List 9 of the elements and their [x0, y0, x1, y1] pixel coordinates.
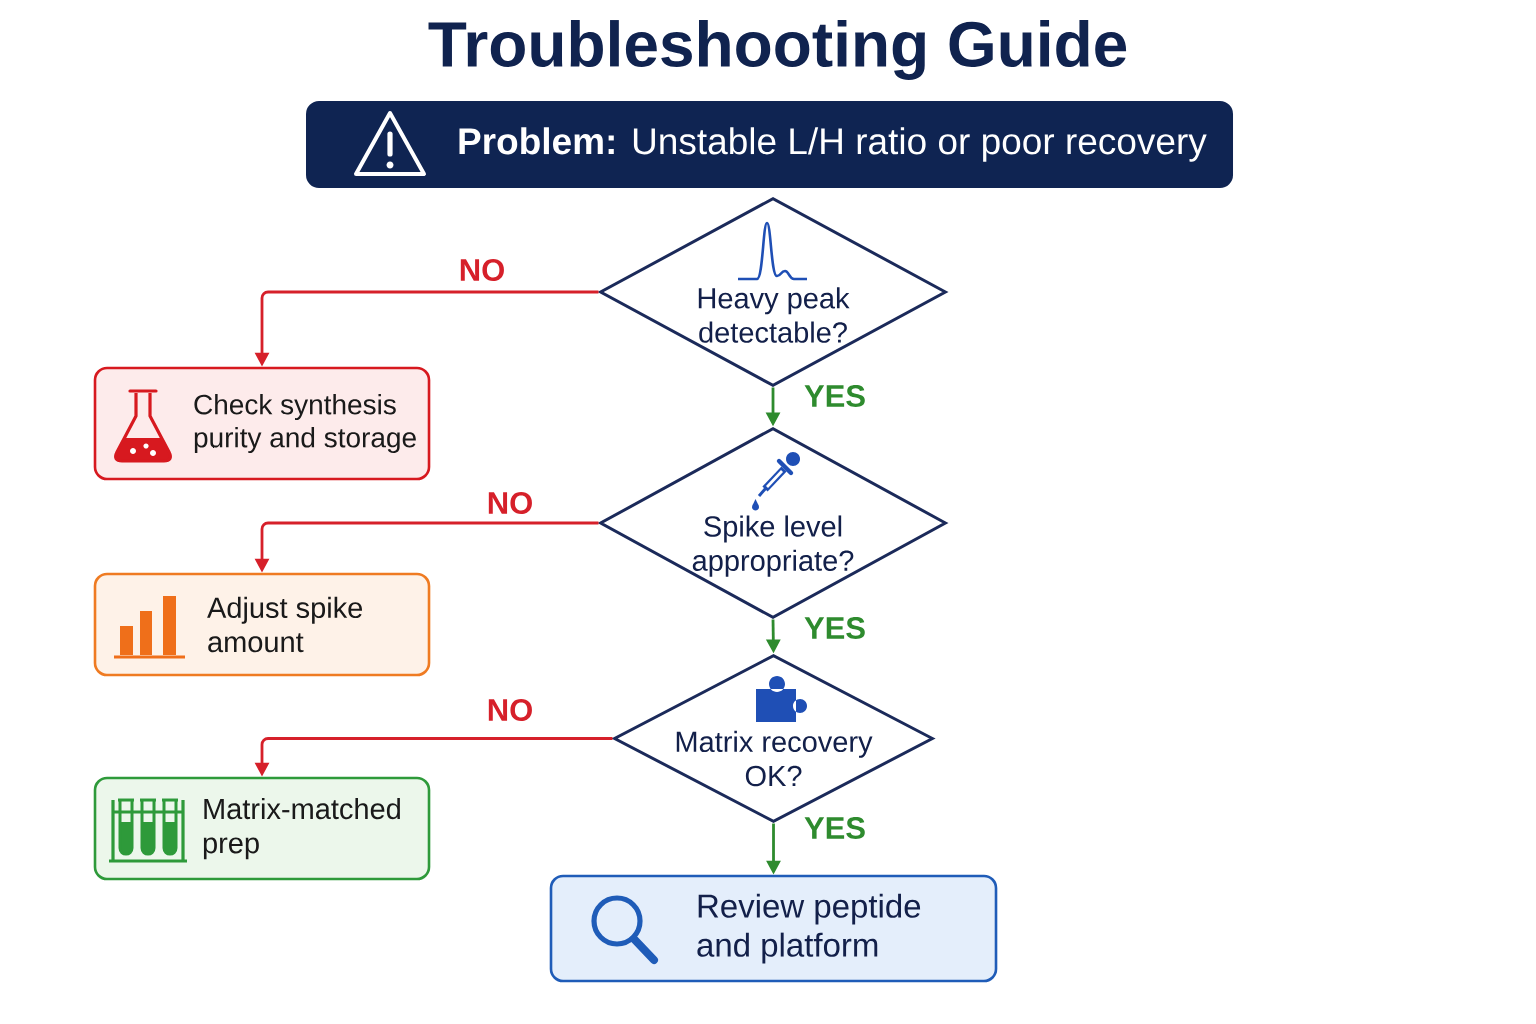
action-box: Adjust spike amount: [93, 572, 431, 677]
result-box: Review peptide and platform: [549, 874, 998, 983]
edge-label: NO: [483, 489, 537, 517]
problem-banner: Problem: Unstable L/H ratio or poor recovery: [306, 101, 1233, 188]
action-box: Check synthesis purity and storage: [93, 366, 431, 481]
title: Troubleshooting Guide: [428, 20, 1127, 80]
edge-label: NO: [483, 696, 537, 724]
edge-label: NO: [455, 256, 509, 284]
action-box: Matrix-matched prep: [93, 776, 431, 881]
